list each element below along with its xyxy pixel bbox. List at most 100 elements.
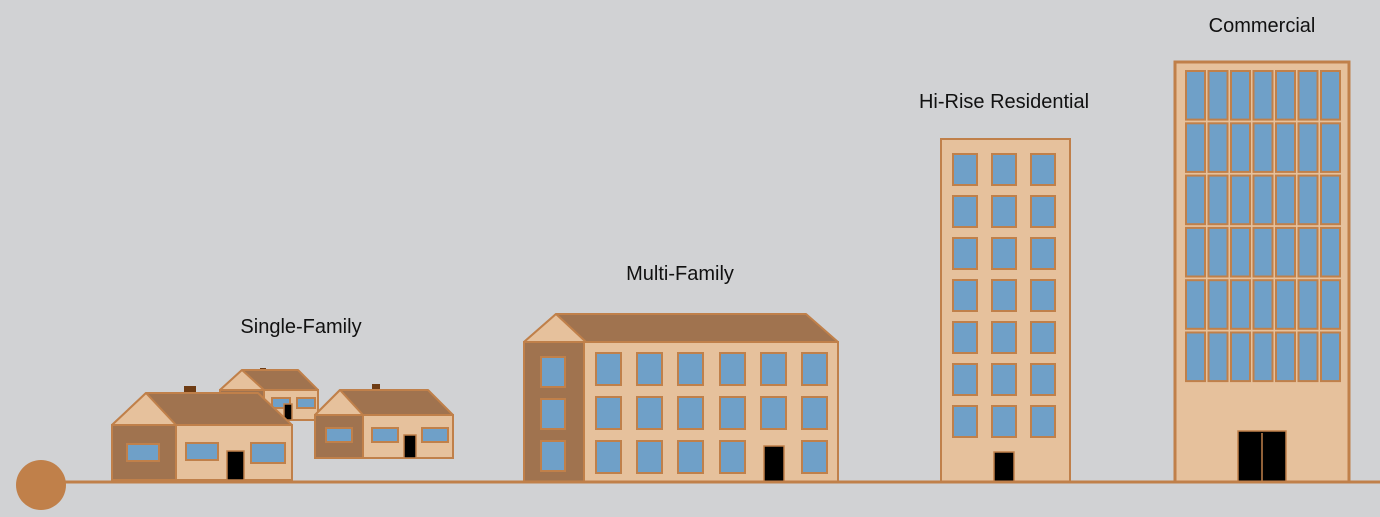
window	[1030, 363, 1056, 396]
window	[677, 352, 704, 386]
window	[1207, 331, 1229, 383]
window	[719, 352, 746, 386]
window	[271, 397, 291, 409]
window	[1297, 279, 1319, 330]
window	[760, 396, 787, 430]
window	[636, 440, 663, 474]
window	[1185, 70, 1206, 121]
label-hi-rise-residential: Hi-Rise Residential	[918, 91, 1090, 113]
window	[1185, 226, 1206, 278]
door	[226, 450, 245, 481]
window	[1030, 279, 1056, 312]
window	[719, 440, 746, 474]
window	[595, 440, 622, 474]
house-icon	[111, 386, 293, 481]
window	[185, 442, 219, 461]
window	[1320, 226, 1341, 278]
hi-rise-residential-building	[940, 138, 1071, 483]
window	[1030, 195, 1056, 228]
window	[1320, 122, 1341, 173]
window	[1207, 174, 1229, 226]
window	[1297, 174, 1319, 226]
window	[1030, 153, 1056, 186]
window	[540, 356, 566, 388]
window	[991, 237, 1017, 270]
window	[991, 279, 1017, 312]
window	[1030, 237, 1056, 270]
window	[1297, 226, 1319, 278]
window	[1230, 70, 1251, 121]
window	[1275, 279, 1296, 330]
window	[991, 405, 1017, 438]
window	[801, 440, 828, 474]
window	[1207, 70, 1229, 121]
window	[1185, 331, 1206, 383]
window	[540, 440, 566, 472]
window	[952, 321, 978, 354]
window	[677, 440, 704, 474]
window	[991, 321, 1017, 354]
window	[1320, 70, 1341, 121]
commercial-building	[1173, 60, 1351, 484]
single-family-houses	[111, 368, 454, 481]
window	[1320, 174, 1341, 226]
window	[1207, 226, 1229, 278]
window	[126, 443, 160, 462]
window	[719, 396, 746, 430]
window	[1275, 174, 1296, 226]
window	[1252, 122, 1274, 173]
window	[1297, 70, 1319, 121]
window	[952, 363, 978, 396]
window	[636, 396, 663, 430]
window	[760, 352, 787, 386]
window	[1185, 174, 1206, 226]
window	[296, 397, 316, 409]
window	[991, 195, 1017, 228]
window	[1275, 331, 1296, 383]
window	[1230, 122, 1251, 173]
window	[1030, 321, 1056, 354]
window	[1230, 226, 1251, 278]
window	[1252, 331, 1274, 383]
window	[595, 396, 622, 430]
window	[952, 279, 978, 312]
label-single-family: Single-Family	[240, 316, 362, 338]
front-wall	[583, 341, 839, 483]
window	[1252, 174, 1274, 226]
house-icon	[314, 384, 454, 459]
multi-family-building	[523, 313, 839, 483]
window	[1275, 226, 1296, 278]
ground	[16, 460, 1380, 510]
ground-marker-circle	[16, 460, 66, 510]
window	[1207, 122, 1229, 173]
window	[991, 153, 1017, 186]
window	[421, 427, 449, 443]
window	[801, 396, 828, 430]
window	[325, 427, 353, 443]
window	[1297, 331, 1319, 383]
window	[1320, 331, 1341, 383]
label-multi-family: Multi-Family	[626, 263, 734, 285]
window	[1275, 70, 1296, 121]
window	[677, 396, 704, 430]
door	[993, 451, 1015, 483]
window	[952, 237, 978, 270]
door	[763, 445, 785, 483]
window	[1252, 70, 1274, 121]
window	[636, 352, 663, 386]
window	[1230, 331, 1251, 383]
window	[1230, 174, 1251, 226]
window	[952, 405, 978, 438]
window	[1207, 279, 1229, 330]
window	[1230, 279, 1251, 330]
door	[403, 434, 417, 459]
window	[371, 427, 399, 443]
window	[991, 363, 1017, 396]
window	[595, 352, 622, 386]
window	[1275, 122, 1296, 173]
label-commercial: Commercial	[1208, 15, 1316, 37]
window	[540, 398, 566, 430]
window	[1252, 226, 1274, 278]
